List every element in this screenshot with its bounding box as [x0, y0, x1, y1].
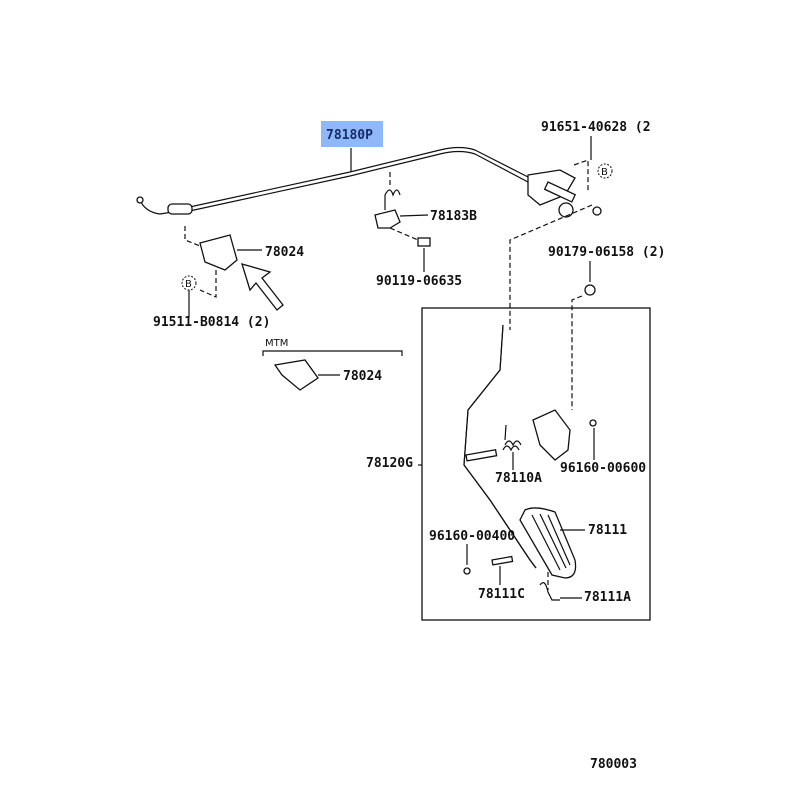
part-label-clip-left[interactable]: 96160-00400: [429, 529, 515, 544]
ref-circle-b: [597, 163, 613, 179]
mtm-label: MTM: [265, 338, 288, 349]
bracket-upper-part: [199, 234, 238, 271]
pedal-plate-part: [532, 409, 571, 461]
spring-part: [502, 424, 522, 452]
cable-end-fitting: [527, 169, 602, 218]
part-label-spring-pad[interactable]: 78111A: [584, 590, 631, 605]
ref-letter: B: [601, 167, 608, 178]
highlight-box: [321, 121, 383, 147]
bracket-mtm-part: [273, 359, 319, 391]
pin-part: [491, 555, 514, 566]
direction-arrow-icon: [241, 263, 284, 311]
part-label-bracket-upper[interactable]: 78024: [265, 245, 304, 260]
accelerator-cable[interactable]: [136, 146, 531, 215]
figure-number: 780003: [590, 757, 637, 772]
part-label-cable[interactable]: 78180P: [326, 128, 373, 143]
part-label-clamp[interactable]: 78183B: [430, 209, 477, 224]
pedal-pad-part: [519, 507, 577, 579]
part-label-pedal-pad[interactable]: 78111: [588, 523, 627, 538]
bolt-part: [417, 237, 431, 247]
pedal-assembly-box: [421, 307, 651, 621]
part-label-bracket-mtm[interactable]: 78024: [343, 369, 382, 384]
part-label-bolt-bracket[interactable]: 91511-B0814 (2): [153, 315, 270, 330]
part-label-bolt-clamp[interactable]: 90119-06635: [376, 274, 462, 289]
part-label-spring[interactable]: 78110A: [495, 471, 542, 486]
part-label-pedal-arm[interactable]: 78120G: [366, 456, 413, 471]
clamp-part: [374, 209, 401, 229]
pedal-arm-part: [463, 324, 537, 569]
part-label-pin[interactable]: 78111C: [478, 587, 525, 602]
part-label-clip-right[interactable]: 96160-00600: [560, 461, 646, 476]
part-label-nut-top[interactable]: 91651-40628 (2: [541, 120, 651, 135]
part-label-nut-pedal[interactable]: 90179-06158 (2): [548, 245, 665, 260]
ref-letter: B: [185, 279, 192, 290]
